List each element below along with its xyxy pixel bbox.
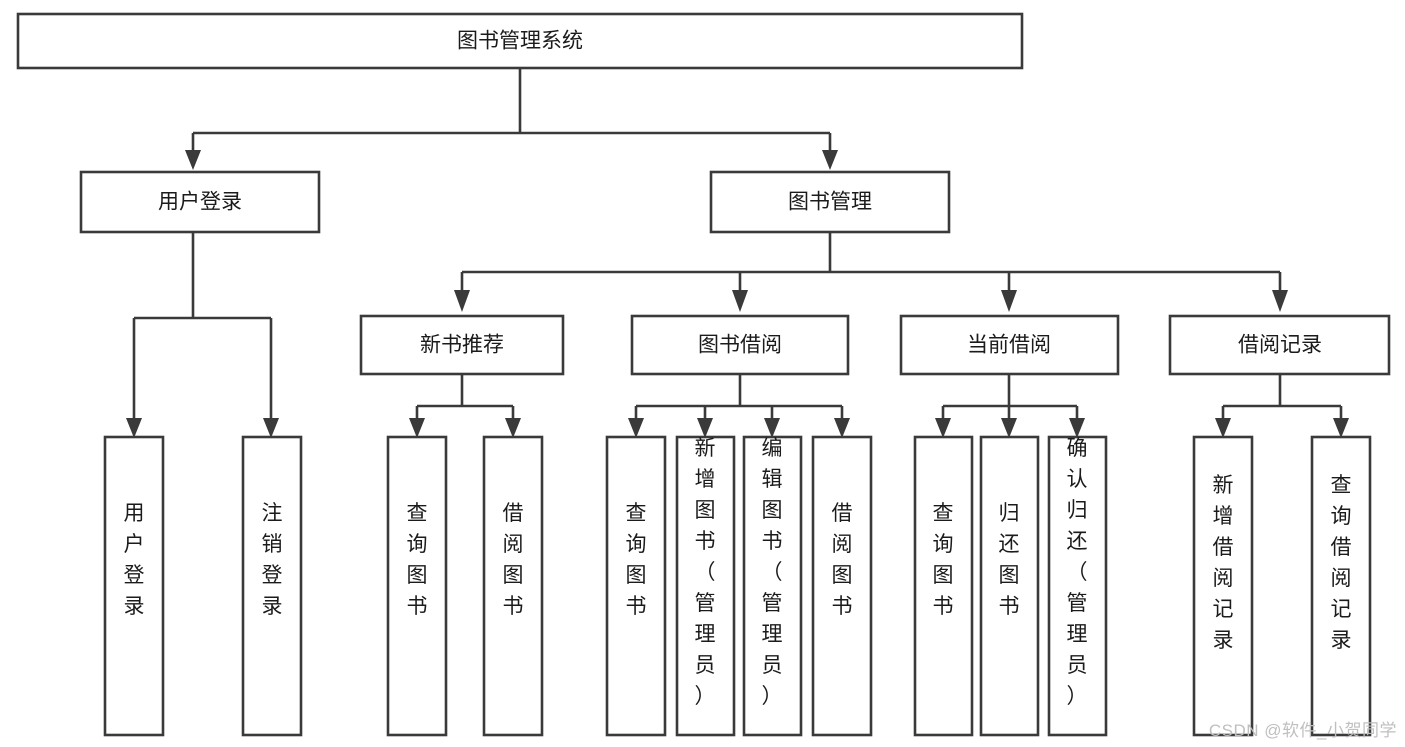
- leaf-node[interactable]: 查询图书: [605, 435, 667, 737]
- node-book-borrow-label: 图书借阅: [698, 334, 782, 357]
- arrow-newbook-c1-icon: [409, 418, 425, 438]
- leaf-node[interactable]: 编辑图书（管理员）: [742, 435, 803, 737]
- leaf-node[interactable]: 查询图书: [386, 435, 448, 737]
- leaf-node[interactable]: 借阅图书: [482, 435, 544, 737]
- leaf-currentborrow-query-label: 查询图书: [933, 502, 954, 618]
- arrow-user-login-c1-icon: [126, 418, 142, 438]
- node-borrow-record-box[interactable]: [1168, 314, 1391, 376]
- leaf-node[interactable]: 用户登录: [103, 435, 165, 737]
- node-new-book-recommend-label: 新书推荐: [420, 334, 504, 357]
- leaf-bookborrow-borrow-label: 借阅图书: [832, 502, 853, 618]
- leaf-currentborrow-return-box[interactable]: [979, 435, 1040, 737]
- leaf-borrowrecord-add-label: 新增借阅记录: [1213, 474, 1234, 652]
- arrow-bookborrow-c1-icon: [628, 418, 644, 438]
- leaf-bookborrow-add-label: 新增图书（管理员）: [695, 437, 716, 708]
- leaf-borrowrecord-add-box[interactable]: [1192, 435, 1254, 737]
- arrow-bookborrow-c3-icon: [764, 418, 780, 438]
- node-current-borrow-box[interactable]: [899, 314, 1120, 376]
- arrow-bookborrow-c2-icon: [697, 418, 713, 438]
- arrow-user-login-c2-icon: [263, 418, 279, 438]
- node-root[interactable]: 图书管理系统: [16, 12, 1024, 70]
- arrow-to-book-manage-icon: [822, 150, 838, 170]
- leaf-node[interactable]: 新增图书（管理员）: [675, 435, 736, 737]
- node-current-borrow-label: 当前借阅: [967, 334, 1051, 357]
- arrow-bm-c3-icon: [1001, 290, 1017, 312]
- connector-group-user-login: [126, 232, 279, 438]
- node-user-login[interactable]: 用户登录: [79, 170, 321, 234]
- leaf-newbook-query-label: 查询图书: [407, 502, 428, 618]
- connector-group-root: [185, 68, 838, 170]
- leaf-currentborrow-confirm-label: 确认归还（管理员）: [1067, 437, 1088, 708]
- leaf-node[interactable]: 确认归还（管理员）: [1047, 435, 1108, 737]
- node-book-manage-box[interactable]: [709, 170, 951, 234]
- leaf-newbook-borrow-box[interactable]: [482, 435, 544, 737]
- node-borrow-record-label: 借阅记录: [1238, 334, 1322, 357]
- leaf-node[interactable]: 归还图书: [979, 435, 1040, 737]
- arrow-newbook-c2-icon: [505, 418, 521, 438]
- arrow-currentborrow-c2-icon: [1001, 418, 1017, 438]
- leaf-node[interactable]: 借阅图书: [811, 435, 873, 737]
- connector-group-book-borrow: [628, 374, 850, 438]
- node-book-manage[interactable]: 图书管理: [709, 170, 951, 234]
- leaf-logout-box[interactable]: [241, 435, 303, 737]
- leaf-currentborrow-return-label: 归还图书: [999, 502, 1020, 618]
- leaf-currentborrow-query-box[interactable]: [913, 435, 974, 737]
- arrow-currentborrow-c3-icon: [1069, 418, 1085, 438]
- node-user-login-box[interactable]: [79, 170, 321, 234]
- node-new-book-recommend-box[interactable]: [359, 314, 565, 376]
- leaf-newbook-query-box[interactable]: [386, 435, 448, 737]
- arrow-borrowrecord-c1-icon: [1215, 418, 1231, 438]
- leaf-node[interactable]: 查询借阅记录: [1310, 435, 1372, 737]
- node-root-label: 图书管理系统: [457, 30, 583, 53]
- node-borrow-record[interactable]: 借阅记录: [1168, 314, 1391, 376]
- leaf-currentborrow-confirm-box[interactable]: [1047, 435, 1108, 737]
- csdn-watermark: CSDN @软件_小贺同学: [1208, 721, 1397, 740]
- node-book-borrow[interactable]: 图书借阅: [630, 314, 850, 376]
- node-new-book-recommend[interactable]: 新书推荐: [359, 314, 565, 376]
- connector-group-current-borrow: [935, 374, 1085, 438]
- leaf-bookborrow-add-box[interactable]: [675, 435, 736, 737]
- node-root-box[interactable]: [16, 12, 1024, 70]
- connector-group-new-book: [409, 374, 521, 438]
- node-user-login-label: 用户登录: [158, 191, 242, 214]
- arrow-bm-c1-icon: [454, 290, 470, 312]
- leaf-borrowrecord-query-box[interactable]: [1310, 435, 1372, 737]
- arrow-borrowrecord-c2-icon: [1333, 418, 1349, 438]
- leaf-logout-label: 注销登录: [262, 502, 283, 618]
- leaf-node[interactable]: 新增借阅记录: [1192, 435, 1254, 737]
- leaf-bookborrow-query-label: 查询图书: [626, 502, 647, 618]
- leaf-user-login-box[interactable]: [103, 435, 165, 737]
- leaf-user-login-label: 用户登录: [124, 502, 145, 618]
- leaf-bookborrow-edit-box[interactable]: [742, 435, 803, 737]
- node-current-borrow[interactable]: 当前借阅: [899, 314, 1120, 376]
- leaf-bookborrow-borrow-box[interactable]: [811, 435, 873, 737]
- node-book-manage-label: 图书管理: [788, 191, 872, 214]
- arrow-bm-c4-icon: [1272, 290, 1288, 312]
- arrow-bookborrow-c4-icon: [834, 418, 850, 438]
- leaf-node[interactable]: 查询图书: [913, 435, 974, 737]
- node-book-borrow-box[interactable]: [630, 314, 850, 376]
- leaf-bookborrow-query-box[interactable]: [605, 435, 667, 737]
- leaf-node[interactable]: 注销登录: [241, 435, 303, 737]
- arrow-to-user-login-icon: [185, 150, 201, 170]
- leaf-bookborrow-edit-label: 编辑图书（管理员）: [762, 437, 783, 708]
- connector-group-book-manage: [454, 232, 1288, 312]
- arrow-bm-c2-icon: [732, 290, 748, 312]
- arrow-currentborrow-c1-icon: [935, 418, 951, 438]
- connector-group-borrow-record: [1215, 374, 1349, 438]
- leaf-borrowrecord-query-label: 查询借阅记录: [1331, 474, 1352, 652]
- leaf-newbook-borrow-label: 借阅图书: [503, 502, 524, 618]
